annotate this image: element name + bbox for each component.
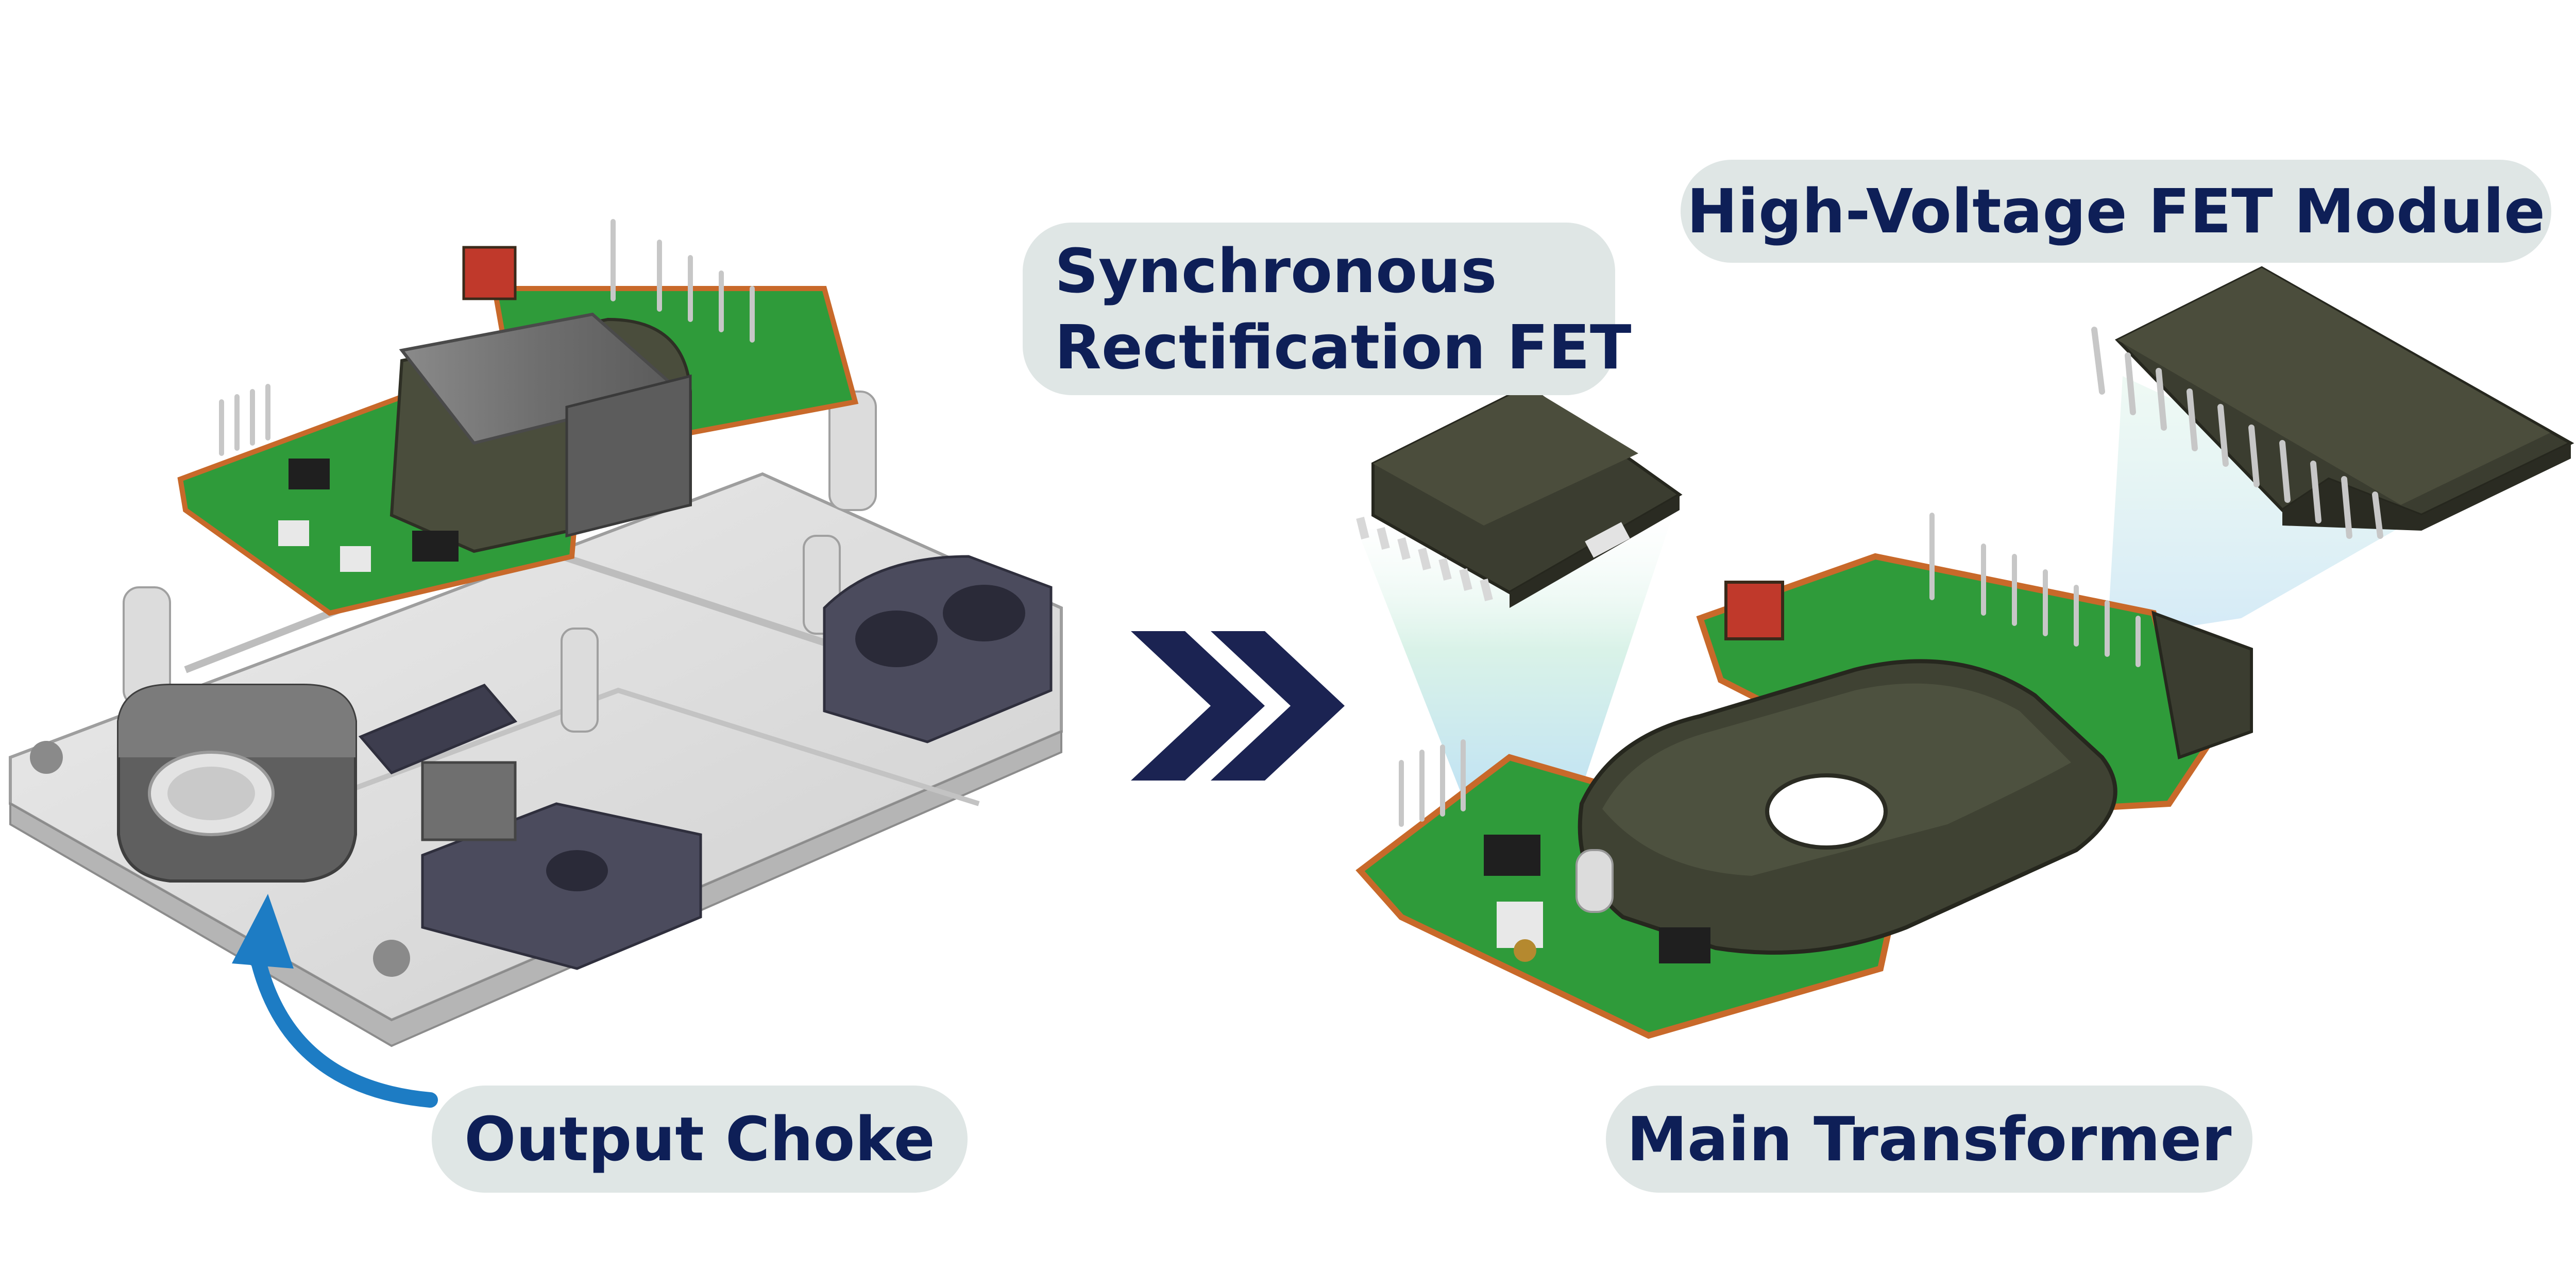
output-choke-label: Output Choke xyxy=(432,1086,968,1193)
double-chevron-right-icon xyxy=(1131,631,1345,781)
main-transformer-body xyxy=(1578,659,2117,955)
mount-hole xyxy=(30,741,63,774)
small-inductor xyxy=(421,761,517,841)
curved-arrow-icon xyxy=(232,894,438,1108)
output-choke xyxy=(117,684,357,883)
hv-fet-module-label: High-Voltage FET Module xyxy=(1681,160,2551,263)
sync-fet-beam xyxy=(1358,495,1680,804)
mount-hole xyxy=(373,940,410,977)
housing-plate-edge xyxy=(9,730,1062,1047)
sync-rect-fet-label: Synchronous Rectification FET xyxy=(1023,223,1631,395)
sync-rect-fet-label-line1: Synchronous xyxy=(1055,235,1497,307)
housing-assembly xyxy=(9,219,1063,1047)
main-transformer-label-text: Main Transformer xyxy=(1626,1104,2232,1175)
sync-rect-fet-package xyxy=(1356,384,1683,608)
sync-rect-fet-label-line2: Rectification FET xyxy=(1055,311,1632,383)
hv-fet-beam xyxy=(2107,376,2421,639)
main-transformer-label: Main Transformer xyxy=(1606,1086,2252,1193)
hv-fet-module-label-text: High-Voltage FET Module xyxy=(1686,176,2546,247)
housing-rib xyxy=(257,687,980,827)
output-choke-label-text: Output Choke xyxy=(464,1104,935,1175)
bracket-holes xyxy=(546,585,1025,891)
housing-posts xyxy=(123,391,877,733)
hv-fet-module xyxy=(2091,266,2574,539)
main-pcb xyxy=(1355,513,2253,1039)
upper-pcb xyxy=(177,219,859,616)
